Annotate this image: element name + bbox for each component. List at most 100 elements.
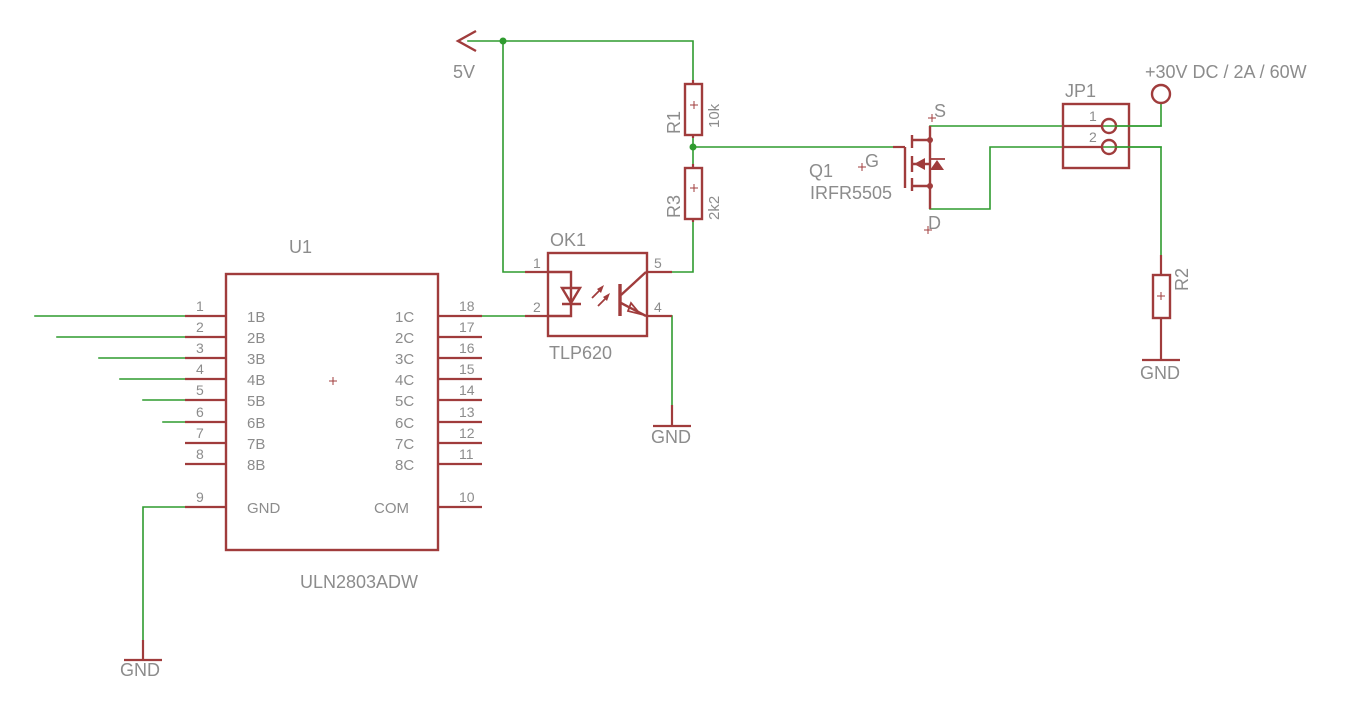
u1-pin-15-number: 15 [459,361,475,377]
q1-channel-arrow-icon [914,158,925,170]
u1-gnd-wire [142,506,186,641]
u1-pin-17-number: 17 [459,319,475,335]
u1-pin-5-number: 5 [196,382,204,398]
u1-pin-4c-name: 4C [395,372,414,389]
jp1-pin-1-number: 1 [1089,108,1097,124]
u1-pins: 11B22B33B44B55B66B77B88B181C172C163C154C… [185,298,482,474]
u1-ic: 11B22B33B44B55B66B77B88B181C172C163C154C… [185,237,482,592]
u1-pin-6b-name: 6B [247,415,265,432]
q1-source-path [912,126,932,142]
supply-5v: 5V [453,29,477,82]
r2-name-label: R2 [1172,268,1192,291]
gnd-symbol-u1: GND [120,640,162,680]
u1-pin-7c-name: 7C [395,436,414,453]
ok1-led-wire [548,270,573,318]
u1-pin-3-number: 3 [196,340,204,356]
ok1-emitter-arrowhead [626,301,643,316]
u1-pin-com-name: COM [374,500,409,517]
u1-pin-16-number: 16 [459,340,475,356]
r1-resistor: R1 10k [664,80,723,138]
gnd-symbol-r2: GND [1140,318,1180,383]
wires [34,37,1162,641]
u1-pin-12-number: 12 [459,425,475,441]
q1-drain-dot [927,183,933,189]
u1-pin-1-number: 1 [196,298,204,314]
r2-resistor: R2 [1151,255,1192,320]
5v-rail-wire [467,40,694,81]
u1-name-label: U1 [289,237,312,257]
q1-mosfet: G S D Q1 IRFR5505 [809,101,946,234]
u1-pin-13-number: 13 [459,404,475,420]
ok1-pin-4-number: 4 [654,299,662,315]
u1-pin-3b-name: 3B [247,351,265,368]
r3-to-ok1-wire [671,221,694,273]
q1-drain-path [912,184,932,209]
u1-pin-6-number: 6 [196,404,204,420]
supply-5v-label: 5V [453,62,475,82]
gnd-symbol-ok1: GND [651,405,691,447]
5v-to-ok1-wire [502,40,526,273]
junction-5v [499,37,507,45]
u1-pin-8-number: 8 [196,446,204,462]
u1-body [224,272,440,552]
u1-pin-18-number: 18 [459,298,475,314]
jp1-connector: 1 2 JP1 [1061,81,1162,170]
ok1-light-arrowhead-1 [597,285,604,293]
u1-pin-11-number: 11 [459,446,474,462]
u1-pin-2-number: 2 [196,319,204,335]
supply-30v: +30V DC / 2A / 60W [1145,62,1307,105]
gnd-label-r2: GND [1140,363,1180,383]
q1-value-label: IRFR5505 [810,183,892,203]
u1-pin-3c-name: 3C [395,351,414,368]
u1-pin-8b-name: 8B [247,457,265,474]
u1-pin-1c-name: 1C [395,309,414,326]
r3-resistor: R3 2k2 [664,164,723,222]
r1-body [683,82,704,137]
u1-pin-5b-name: 5B [247,393,265,410]
u1-pin-7b-name: 7B [247,436,265,453]
ok1-pin-1-number: 1 [533,255,541,271]
u1-pin-8c-name: 8C [395,457,414,474]
q1-name-label: Q1 [809,161,833,181]
junction-r1-r3 [689,143,697,151]
u1-pin-2b-name: 2B [247,330,265,347]
supply-30v-label: +30V DC / 2A / 60W [1145,62,1307,82]
ok1-value-label: TLP620 [549,343,612,363]
q1-source-label: S [934,101,946,121]
ok1-pin-2-number: 2 [533,299,541,315]
u1-value-label: ULN2803ADW [300,572,418,592]
u1-pin-6c-name: 6C [395,415,414,432]
ok1-light-arrowhead-2 [603,293,610,301]
gnd-label-u1: GND [120,660,160,680]
u1-pin-5c-name: 5C [395,393,414,410]
q1-drain-label: D [928,213,941,233]
supply-30v-terminal-icon [1150,83,1172,105]
jp1-name-label: JP1 [1065,81,1096,101]
u1-pin-4-number: 4 [196,361,204,377]
supply-5v-arrow [455,29,477,53]
jp1-pin-2-number: 2 [1089,129,1097,145]
r3-name-label: R3 [664,195,684,218]
r1-name-label: R1 [664,111,684,134]
ok1-pin-5-number: 5 [654,255,662,271]
u1-pin-7-number: 7 [196,425,204,441]
u1-pin-1b-name: 1B [247,309,265,326]
ok1-transistor-emitter [620,301,647,318]
drain-wire [929,146,1162,256]
ok1-body [546,251,649,338]
q1-source-dot [927,137,933,143]
r3-value-label: 2k2 [706,196,723,220]
u1-pin-10-number: 10 [459,489,475,505]
r1-value-label: 10k [706,103,723,128]
ok1-optocoupler: 1 2 5 4 OK1 TLP620 [525,230,672,363]
q1-gate-label: G [865,151,879,171]
ok1-name-label: OK1 [550,230,586,250]
source-wire [929,103,1162,127]
u1-pin-14-number: 14 [459,382,475,398]
ok1-transistor-collector [620,271,647,296]
ok1-led-icon [559,286,583,306]
u1-pin-9-number: 9 [196,489,204,505]
u1-pin-gnd-name: GND [247,500,281,517]
jp1-body [1061,102,1131,170]
